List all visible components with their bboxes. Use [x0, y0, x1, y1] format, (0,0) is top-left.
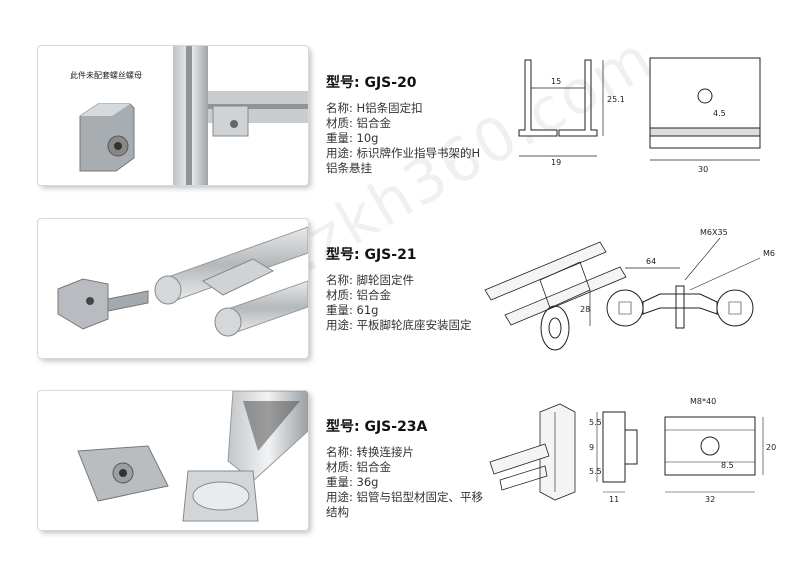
dim-width: 30 — [698, 165, 708, 174]
weight-label: 重量: 36g — [326, 475, 379, 489]
photo-note: 此件未配套螺丝螺母 — [70, 71, 142, 80]
name-label: 名称: H铝条固定扣 — [326, 101, 423, 115]
model-label: 型号: GJS-21 — [326, 247, 417, 263]
spec-gjs-20: 型号: GJS-20 名称: H铝条固定扣 材质: 铝合金 重量: 10g 用途… — [326, 76, 486, 176]
product-photo-gjs-21 — [38, 219, 308, 358]
dim-h: 20 — [766, 443, 776, 452]
drawing-gjs-23a: 5.5 9 5.5 11 M8*40 32 20 8.5 — [485, 392, 785, 532]
dim-bottom: 19 — [551, 158, 561, 167]
spec-gjs-21: 型号: GJS-21 名称: 脚轮固定件 材质: 铝合金 重量: 61g 用途:… — [326, 248, 486, 333]
dim-span: 64 — [646, 257, 656, 266]
usage-label: 用途: 标识牌作业指导书架的H铝条悬挂 — [326, 146, 481, 175]
dim-b: 9 — [589, 443, 594, 452]
name-label: 名称: 转换连接片 — [326, 445, 415, 459]
material-label: 材质: 铝合金 — [326, 288, 392, 302]
weight-label: 重量: 10g — [326, 131, 379, 145]
model-label: 型号: GJS-20 — [326, 75, 417, 91]
dim-w: 11 — [609, 495, 619, 504]
dim-bolt: M8*40 — [690, 397, 716, 406]
product-photo-gjs-23a — [38, 391, 308, 530]
weight-label: 重量: 61g — [326, 303, 379, 317]
dim-bolt: M6X35 — [700, 228, 728, 237]
dim-c: 5.5 — [589, 467, 602, 476]
drawing-gjs-21: M6X35 M6 64 28 — [480, 220, 780, 370]
product-photo-gjs-20: 此件未配套螺丝螺母 — [38, 46, 308, 185]
dim-nut: M6 — [763, 249, 775, 258]
drawing-gjs-20: 15 19 25.1 30 4.5 — [505, 50, 775, 180]
usage-label: 用途: 平板脚轮底座安装固定 — [326, 318, 472, 332]
usage-label: 用途: 铝管与铝型材固定、平移结构 — [326, 490, 484, 519]
spec-gjs-23a: 型号: GJS-23A 名称: 转换连接片 材质: 铝合金 重量: 36g 用途… — [326, 420, 486, 520]
dim-height: 28 — [580, 305, 590, 314]
dim-hole: 8.5 — [721, 461, 734, 470]
dim-a: 5.5 — [589, 418, 602, 427]
material-label: 材质: 铝合金 — [326, 460, 392, 474]
dim-hole: 4.5 — [713, 109, 726, 118]
material-label: 材质: 铝合金 — [326, 116, 392, 130]
dim-len: 32 — [705, 495, 715, 504]
dim-height: 25.1 — [607, 95, 625, 104]
dim-top: 15 — [551, 77, 561, 86]
model-label: 型号: GJS-23A — [326, 419, 428, 435]
name-label: 名称: 脚轮固定件 — [326, 273, 415, 287]
